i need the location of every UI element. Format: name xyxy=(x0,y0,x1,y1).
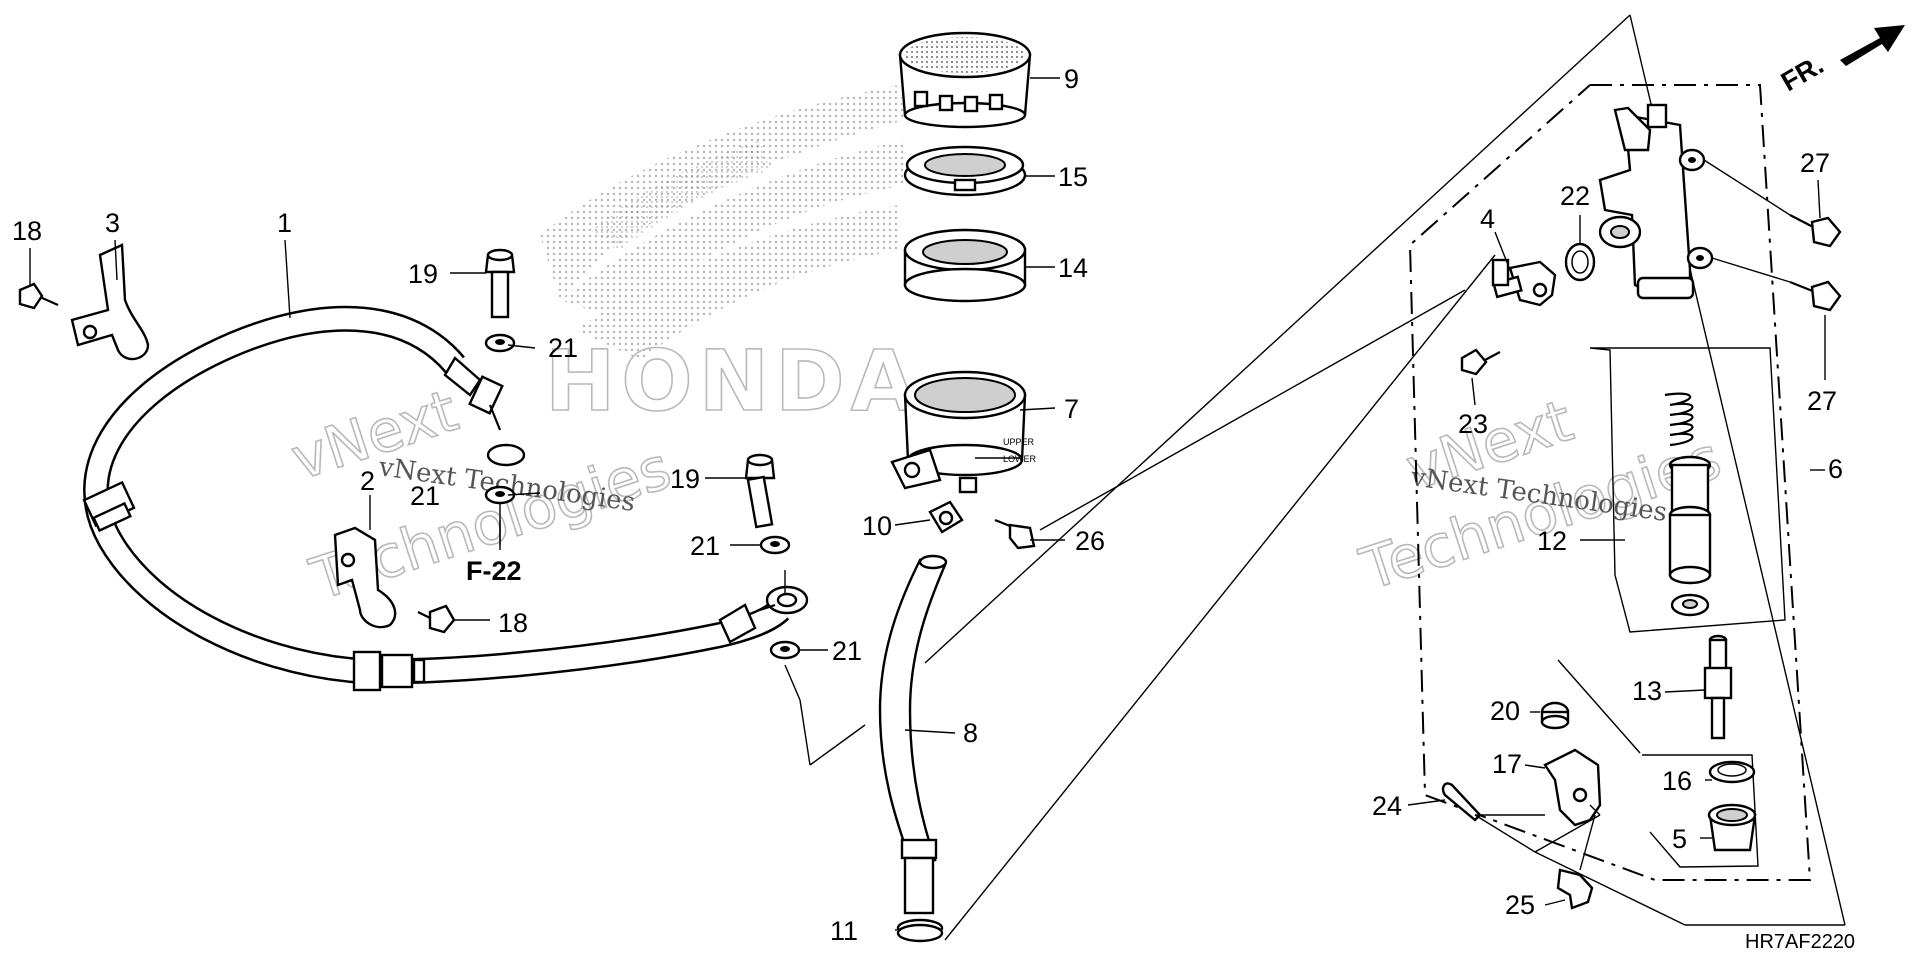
part-21-washer[interactable] xyxy=(484,333,516,353)
callout-21a: 21 xyxy=(548,333,578,363)
part-6-outline xyxy=(1408,84,1825,881)
callout-15: 15 xyxy=(1058,162,1088,192)
part-21-washer[interactable] xyxy=(769,640,801,660)
callout-7: 7 xyxy=(1064,394,1079,424)
callout-1: 1 xyxy=(277,208,292,238)
part-27-bolt[interactable] xyxy=(1789,214,1842,248)
part-18-bolt[interactable] xyxy=(18,282,59,310)
diagram-code: HR7AF2220 xyxy=(1745,931,1855,953)
callout-26: 26 xyxy=(1075,526,1105,556)
part-22-o-ring[interactable] xyxy=(1564,242,1596,282)
part-12-outline xyxy=(1589,347,1786,633)
callout-6: 6 xyxy=(1828,454,1843,484)
part-2-clamp[interactable] xyxy=(333,526,397,629)
part-16-o-ring[interactable] xyxy=(1708,760,1756,784)
callout-13: 13 xyxy=(1632,676,1662,706)
part-16-5-outline xyxy=(1557,659,1759,868)
part-17-clevis[interactable] xyxy=(1543,748,1602,827)
callout-27b: 27 xyxy=(1807,386,1837,416)
part-5-boot[interactable] xyxy=(1707,803,1757,852)
callout-19b: 19 xyxy=(670,464,700,494)
callout-8: 8 xyxy=(963,718,978,748)
callout-17: 17 xyxy=(1492,749,1522,779)
callout-18a: 18 xyxy=(12,216,42,246)
master-cylinder-body[interactable] xyxy=(1598,103,1714,300)
part-15-diaphragm-plate[interactable] xyxy=(903,145,1027,197)
part-13-push-rod[interactable] xyxy=(1703,634,1733,740)
callout-10: 10 xyxy=(862,511,892,541)
part-26-screw[interactable] xyxy=(994,518,1036,550)
svg-text:UPPER: UPPER xyxy=(1003,437,1035,447)
part-18-bolt[interactable] xyxy=(417,604,456,634)
callout-25: 25 xyxy=(1505,890,1535,920)
part-8-reservoir-hose[interactable] xyxy=(878,554,948,915)
part-10-hose-clip[interactable] xyxy=(928,500,964,534)
callout-11: 11 xyxy=(830,916,858,946)
front-arrow-icon: FR. xyxy=(1776,25,1905,97)
honda-logo-word: HONDA xyxy=(545,332,922,430)
callout-4: 4 xyxy=(1480,204,1495,234)
part-7-reservoir[interactable]: UPPER LOWER xyxy=(890,370,1037,494)
ref-label-f22: F-22 xyxy=(466,502,522,586)
callout-18b: 18 xyxy=(498,608,528,638)
part-19-bolt[interactable] xyxy=(484,248,516,319)
part-11-hose-clip[interactable] xyxy=(896,918,944,943)
part-14-diaphragm[interactable] xyxy=(903,228,1027,303)
callout-21c: 21 xyxy=(690,531,720,561)
callout-12: 12 xyxy=(1537,526,1567,556)
callout-20: 20 xyxy=(1490,696,1520,726)
callout-2: 2 xyxy=(360,466,375,496)
callout-21b: 21 xyxy=(410,481,440,511)
part-9-reservoir-cap[interactable] xyxy=(898,31,1032,129)
callout-leaders xyxy=(29,77,1826,931)
svg-text:FR.: FR. xyxy=(1776,49,1829,97)
part-25-joint-pin[interactable] xyxy=(1556,868,1594,910)
callout-23: 23 xyxy=(1458,409,1488,439)
part-20-nut[interactable] xyxy=(1540,701,1570,730)
callout-19a: 19 xyxy=(408,259,438,289)
callout-24: 24 xyxy=(1372,791,1402,821)
callout-3: 3 xyxy=(105,208,120,238)
svg-text:LOWER: LOWER xyxy=(1003,454,1037,464)
part-1-brake-hose[interactable] xyxy=(82,305,809,692)
part-19-bolt[interactable] xyxy=(744,453,776,529)
callout-14: 14 xyxy=(1058,253,1088,283)
honda-wing-watermark xyxy=(540,85,905,360)
part-24-cotter-pin[interactable] xyxy=(1441,782,1482,822)
callout-27a: 27 xyxy=(1800,148,1830,178)
callout-9: 9 xyxy=(1064,64,1079,94)
part-21-washer[interactable] xyxy=(759,535,791,555)
callout-16: 16 xyxy=(1662,766,1692,796)
part-27-bolt[interactable] xyxy=(1789,280,1842,312)
callout-21d: 21 xyxy=(832,636,862,666)
part-3-clamp[interactable] xyxy=(70,243,150,361)
part-23-bolt[interactable] xyxy=(1460,348,1501,376)
assembly-guide-lines-right xyxy=(1474,804,1601,871)
callout-22: 22 xyxy=(1560,181,1590,211)
part-12-piston-assembly[interactable] xyxy=(1664,392,1712,617)
callout-numbers: 1 2 3 4 5 6 7 8 9 10 11 12 13 14 15 16 1… xyxy=(12,64,1843,946)
callout-5: 5 xyxy=(1672,824,1687,854)
svg-text:F-22: F-22 xyxy=(466,556,522,586)
part-4-joint[interactable] xyxy=(1491,258,1557,307)
